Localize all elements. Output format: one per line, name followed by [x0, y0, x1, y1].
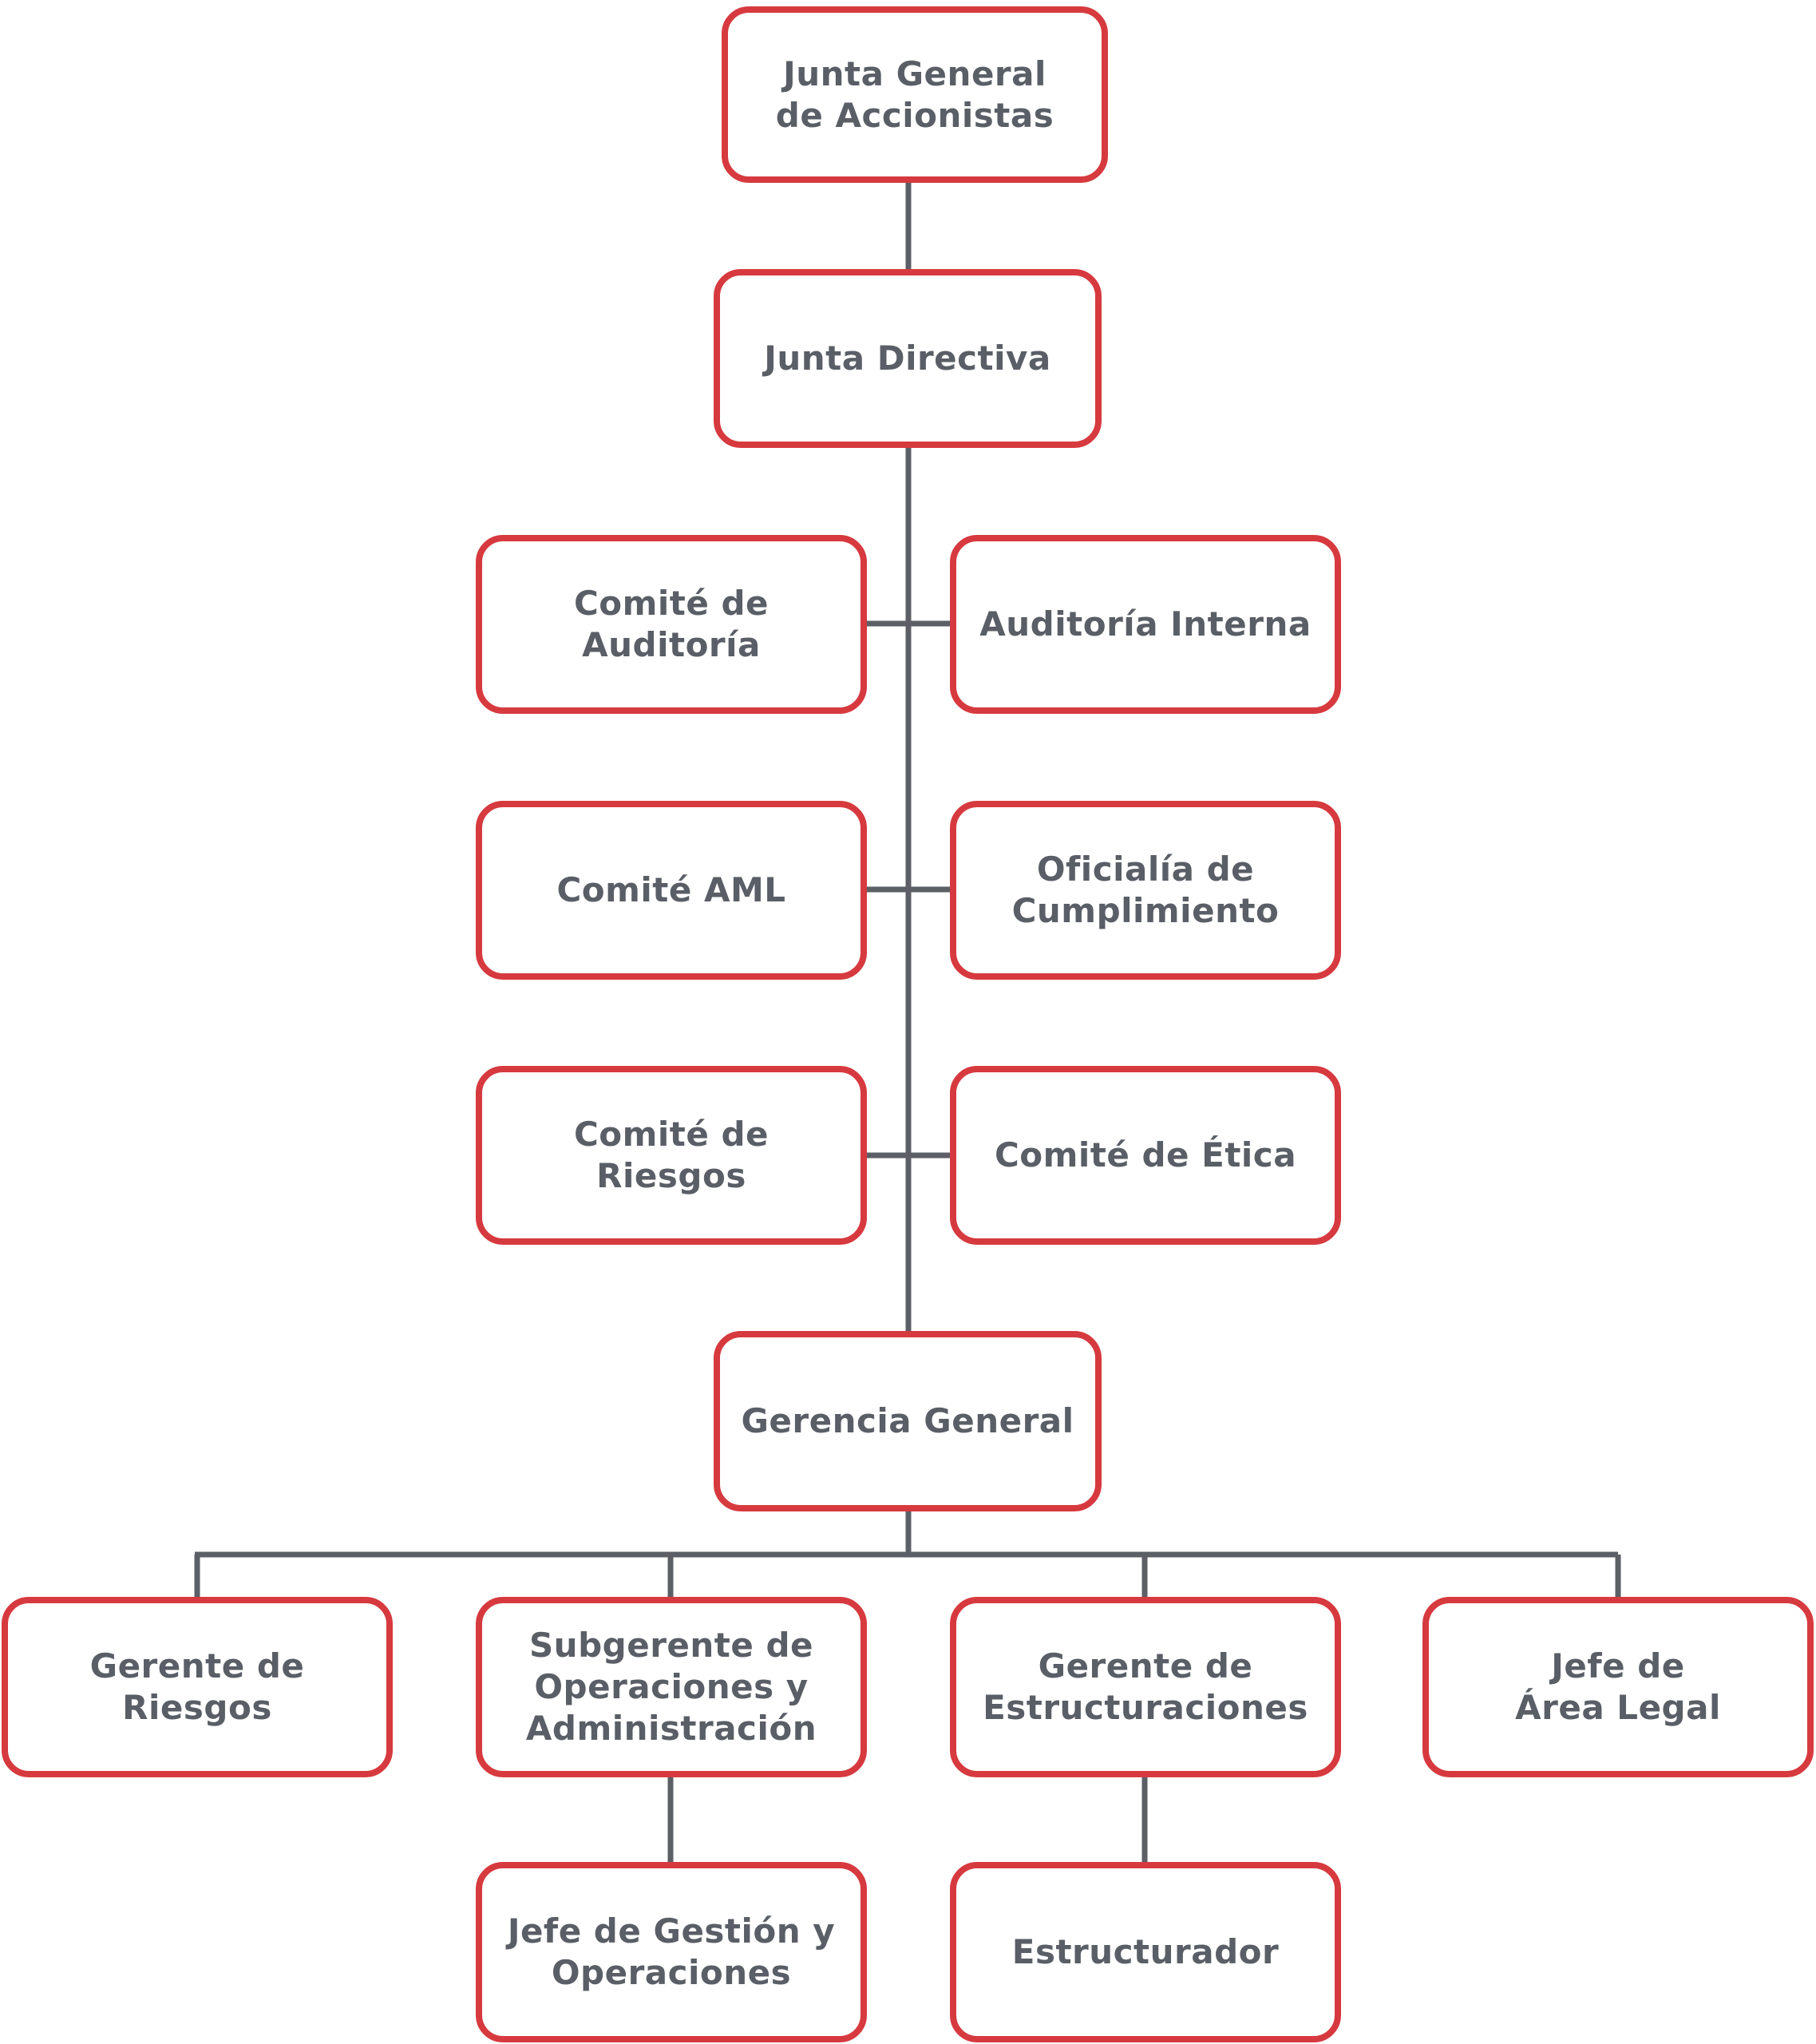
- node-comite-aml: Comité AML: [476, 801, 867, 980]
- node-junta-general-de-accionistas: Junta General de Accionistas: [722, 6, 1108, 183]
- node-label: Comité de Auditoría: [573, 584, 770, 664]
- node-label: Junta Directiva: [764, 339, 1051, 378]
- node-label: Subgerente de Operaciones y Administraci…: [525, 1626, 817, 1748]
- node-label: Jefe de Área Legal: [1515, 1646, 1721, 1727]
- node-label: Comité de Riesgos: [573, 1115, 770, 1195]
- node-oficialia-de-cumplimiento: Oficialía de Cumplimiento: [950, 801, 1341, 980]
- node-label: Jefe de Gestión y Operaciones: [507, 1911, 836, 1992]
- node-gerencia-general: Gerencia General: [714, 1331, 1102, 1511]
- node-label: Oficialía de Cumplimiento: [1011, 850, 1280, 930]
- node-label: Auditoría Interna: [979, 604, 1312, 644]
- node-comite-de-auditoria: Comité de Auditoría: [476, 535, 867, 714]
- node-label: Junta General de Accionistas: [775, 53, 1054, 135]
- node-label: Gerente de Estructuraciones: [983, 1646, 1308, 1727]
- node-auditoria-interna: Auditoría Interna: [950, 535, 1341, 714]
- node-jefe-de-area-legal: Jefe de Área Legal: [1422, 1597, 1814, 1777]
- node-label: Comité de Ética: [994, 1135, 1297, 1175]
- node-label: Comité AML: [556, 870, 786, 909]
- node-label: Gerencia General: [741, 1401, 1074, 1440]
- node-estructurador: Estructurador: [950, 1862, 1341, 2042]
- node-jefe-de-gestion-y-operaciones: Jefe de Gestión y Operaciones: [476, 1862, 867, 2042]
- node-junta-directiva: Junta Directiva: [714, 269, 1102, 448]
- node-label: Gerente de Riesgos: [89, 1646, 305, 1727]
- node-gerente-de-riesgos: Gerente de Riesgos: [2, 1597, 393, 1777]
- node-label: Estructurador: [1011, 1932, 1280, 1971]
- node-subgerente-de-operaciones-y-administracion: Subgerente de Operaciones y Administraci…: [476, 1597, 867, 1777]
- node-gerente-de-estructuraciones: Gerente de Estructuraciones: [950, 1597, 1341, 1777]
- node-comite-de-etica: Comité de Ética: [950, 1066, 1341, 1245]
- node-comite-de-riesgos: Comité de Riesgos: [476, 1066, 867, 1245]
